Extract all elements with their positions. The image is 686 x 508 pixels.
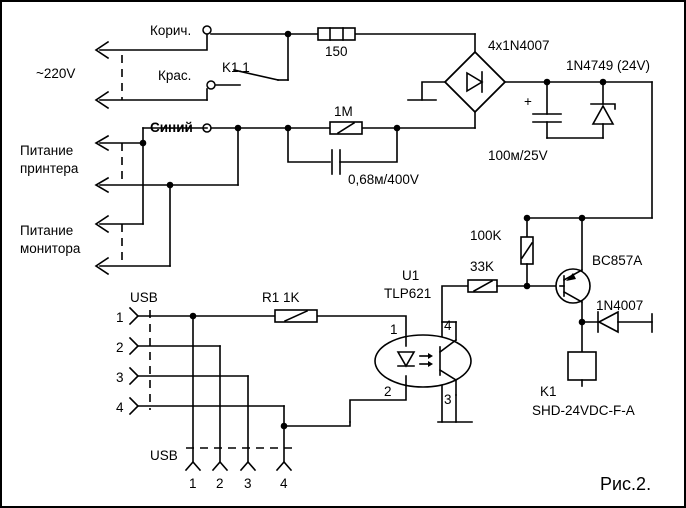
resistor-150 [317, 27, 356, 41]
diode-1n4007-flyback [581, 310, 653, 334]
label-r1: R1 1K [262, 290, 300, 305]
label-cap-film: 0,68м/400V [348, 172, 419, 187]
label-relay-ref: K1 [540, 384, 557, 399]
label-u1-ref: U1 [402, 268, 419, 283]
opto-pin-1: 1 [390, 322, 398, 337]
label-cap-plus: + [524, 94, 532, 109]
figure-caption: Рис.2. [600, 474, 651, 494]
positive-rail [523, 81, 653, 222]
usb-left-pin-1: 1 [116, 310, 124, 325]
usb-bottom-pin-3: 3 [244, 476, 252, 491]
label-blue: Синий [150, 120, 193, 135]
optocoupler-u1 [316, 315, 473, 423]
label-transistor: BC857A [592, 253, 642, 268]
label-monitor-power-1: Питание [20, 223, 73, 238]
monitor-power-connector [94, 127, 208, 276]
usb-bottom-pin-1: 1 [189, 476, 197, 491]
usb-bottom-pin-4: 4 [280, 476, 288, 491]
usb-left-pin-2: 2 [116, 340, 124, 355]
k11-relay-contact [206, 33, 289, 90]
label-r33k: 33K [470, 259, 494, 274]
usb-bottom-connector [184, 315, 351, 472]
resistor-r1 [274, 309, 318, 323]
zener-diode [546, 81, 616, 139]
label-red: Крас. [158, 68, 191, 83]
resistor-100k [520, 217, 534, 290]
printer-power-connector [94, 134, 174, 194]
opto-pin-2: 2 [384, 384, 392, 399]
usb-left-pin-3: 3 [116, 370, 124, 385]
label-u1-part: TLP621 [384, 286, 431, 301]
label-r100k: 100K [470, 228, 502, 243]
transistor-bc857a [555, 217, 591, 353]
label-ac-voltage: ~220V [36, 66, 75, 81]
brown-wire [99, 25, 476, 53]
label-monitor-power-2: монитора [20, 241, 81, 256]
usb-left-connector [128, 306, 288, 430]
usb-bottom-pin-2: 2 [216, 476, 224, 491]
label-usb-bottom: USB [150, 448, 178, 463]
ac-plug-arrows [94, 40, 110, 110]
label-usb-top: USB [130, 290, 158, 305]
label-bridge: 4x1N4007 [488, 38, 550, 53]
label-brown: Корич. [150, 23, 191, 38]
label-cap-electrolytic: 100м/25V [488, 148, 548, 163]
line-cord-wires [99, 55, 208, 101]
label-printer-power-1: Питание [20, 143, 73, 158]
label-relay-part: SHD-24VDC-F-A [532, 403, 635, 418]
capacitor-film [287, 127, 398, 175]
usb-left-pin-4: 4 [116, 400, 124, 415]
blue-wire [169, 111, 476, 186]
bridge-rectifier [407, 50, 653, 114]
resistor-1m [329, 121, 363, 135]
label-k11: K1.1 [222, 60, 250, 75]
label-r1m: 1M [334, 104, 353, 119]
relay-coil-k1 [567, 351, 597, 387]
label-printer-power-2: принтера [20, 161, 79, 176]
label-r150: 150 [325, 44, 348, 59]
label-diode-relay: 1N4007 [596, 298, 643, 313]
opto-pin-3: 3 [444, 392, 452, 407]
label-zener: 1N4749 (24V) [566, 58, 650, 73]
capacitor-electrolytic [532, 81, 562, 139]
opto-pin-4: 4 [444, 318, 452, 333]
